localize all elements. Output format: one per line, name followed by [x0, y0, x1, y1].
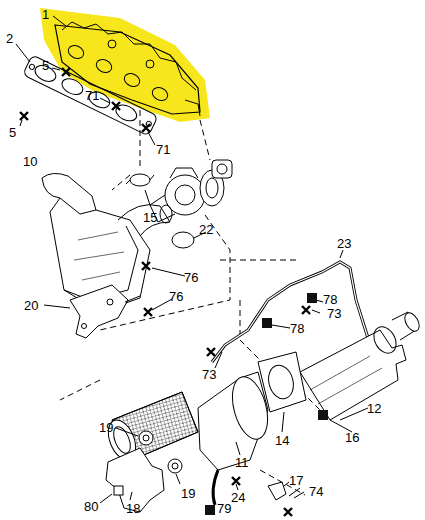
callout-number: 24 — [230, 490, 246, 505]
callout-number: 73 — [201, 367, 217, 382]
callout-number: 20 — [23, 298, 39, 313]
callout-number: 23 — [336, 236, 352, 251]
callout-number: 2 — [5, 31, 14, 46]
callout-number: 79 — [216, 501, 232, 516]
callout-number: 78 — [322, 292, 338, 307]
callout-number: 80 — [83, 499, 99, 514]
callout-number: 19 — [98, 420, 114, 435]
callout-number: 76 — [183, 270, 199, 285]
callout-number: 5 — [8, 125, 17, 140]
callout-number: 71 — [155, 142, 171, 157]
callout-number: 78 — [289, 321, 305, 336]
callout-number: 73 — [326, 306, 342, 321]
callout-number: 18 — [125, 501, 141, 516]
callout-number: 17 — [288, 473, 304, 488]
callout-number: 10 — [22, 154, 38, 169]
callout-number: 5 — [41, 58, 50, 73]
callout-number: 11 — [234, 455, 250, 470]
callout-number: 16 — [344, 430, 360, 445]
callout-number: 12 — [366, 401, 382, 416]
callout-number: 19 — [180, 486, 196, 501]
callout-number: 14 — [274, 433, 290, 448]
callout-number: 1 — [41, 7, 50, 22]
callout-number: 74 — [308, 484, 324, 499]
callout-number: 22 — [198, 222, 214, 237]
callout-number: 15 — [142, 210, 158, 225]
callout-number: 71 — [84, 88, 100, 103]
callout-number: 76 — [168, 289, 184, 304]
